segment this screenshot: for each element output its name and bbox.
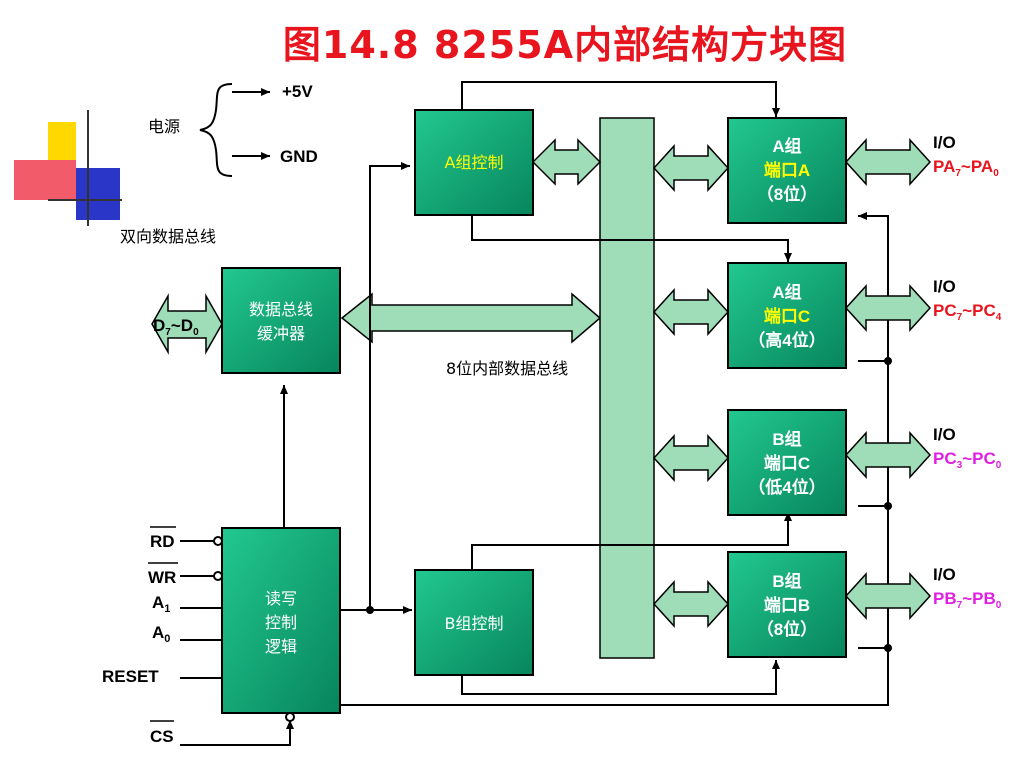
rw-control-logic-block — [221, 527, 341, 714]
reset-pin-label: RESET — [102, 667, 159, 686]
port-b-line3: （8位） — [757, 619, 817, 639]
io-label-cl: I/O — [933, 425, 956, 444]
pc-high-range-label: PC7~PC4 — [933, 301, 1002, 323]
rw-line3: 逻辑 — [265, 637, 297, 656]
bus-port-c-hi-arrow — [652, 288, 730, 336]
port-c-hi-io-arrow — [844, 284, 932, 332]
port-c-hi-line1: A组 — [772, 282, 801, 302]
io-labels: I/O PA7~PA0 I/O PC7~PC4 I/O PC3~PC0 I/O … — [933, 133, 1002, 611]
b-ctrl-label: B组控制 — [445, 614, 504, 633]
port-a-line2: 端口A — [764, 160, 810, 180]
wr-pin-label: WR — [148, 568, 176, 587]
gnd-label: GND — [280, 147, 318, 166]
control-pins: RD WR A1 A0 RESET CS — [102, 526, 295, 746]
port-c-lo-line1: B组 — [772, 429, 801, 449]
io-label-ch: I/O — [933, 277, 956, 296]
rw-line1: 读写 — [265, 589, 297, 608]
port-c-hi-line2: 端口C — [764, 306, 810, 326]
data-bus-buffer-block — [221, 267, 341, 374]
port-c-lower-block — [727, 409, 847, 516]
port-a-line3: （8位） — [757, 184, 817, 204]
port-b-line1: B组 — [772, 571, 801, 591]
port-a-io-arrow — [844, 138, 932, 186]
pa-range-label: PA7~PA0 — [933, 157, 999, 179]
corner-decoration — [14, 110, 122, 226]
a1-pin-label: A1 — [152, 593, 170, 615]
io-label-a: I/O — [933, 133, 956, 152]
bus-port-a-arrow — [652, 144, 730, 192]
rw-line2: 控制 — [265, 613, 297, 632]
b-group-control-block — [414, 569, 534, 676]
page-title: 图14.8 8255A内部结构方块图 — [282, 23, 848, 67]
a0-pin-label: A0 — [152, 623, 170, 645]
io-label-b: I/O — [933, 565, 956, 584]
cs-pin-label: CS — [150, 727, 174, 746]
power-supply: 电源 +5V GND — [148, 82, 318, 177]
pb-range-label: PB7~PB0 — [933, 589, 1002, 611]
a-ctrl-bus-arrow — [531, 138, 602, 186]
port-c-hi-line3: （高4位） — [748, 330, 825, 350]
pc-low-range-label: PC3~PC0 — [933, 449, 1002, 471]
data-pins-label: D7~D0 — [153, 316, 199, 338]
port-b-block — [727, 551, 847, 658]
buffer-bus-arrow — [340, 292, 602, 344]
port-c-lo-io-arrow — [844, 431, 932, 479]
bus-port-b-arrow — [652, 580, 730, 628]
port-b-line2: 端口B — [764, 595, 810, 615]
port-b-io-arrow — [844, 572, 932, 620]
bidir-bus-label: 双向数据总线 — [120, 227, 216, 246]
port-c-lo-line3: （低4位） — [748, 477, 825, 497]
buffer-line1: 数据总线 — [249, 300, 313, 319]
port-a-block — [727, 117, 847, 224]
internal-bus-label: 8位内部数据总线 — [446, 359, 568, 378]
internal-data-bus — [599, 117, 655, 659]
a-ctrl-label: A组控制 — [445, 153, 504, 172]
plus-5v-label: +5V — [282, 82, 313, 101]
port-a-line1: A组 — [772, 136, 801, 156]
bus-port-c-lo-arrow — [652, 434, 730, 482]
power-label: 电源 — [148, 117, 180, 136]
buffer-line2: 缓冲器 — [257, 324, 305, 343]
port-c-upper-block — [727, 262, 847, 369]
port-c-lo-line2: 端口C — [764, 453, 810, 473]
rd-pin-label: RD — [150, 532, 175, 551]
